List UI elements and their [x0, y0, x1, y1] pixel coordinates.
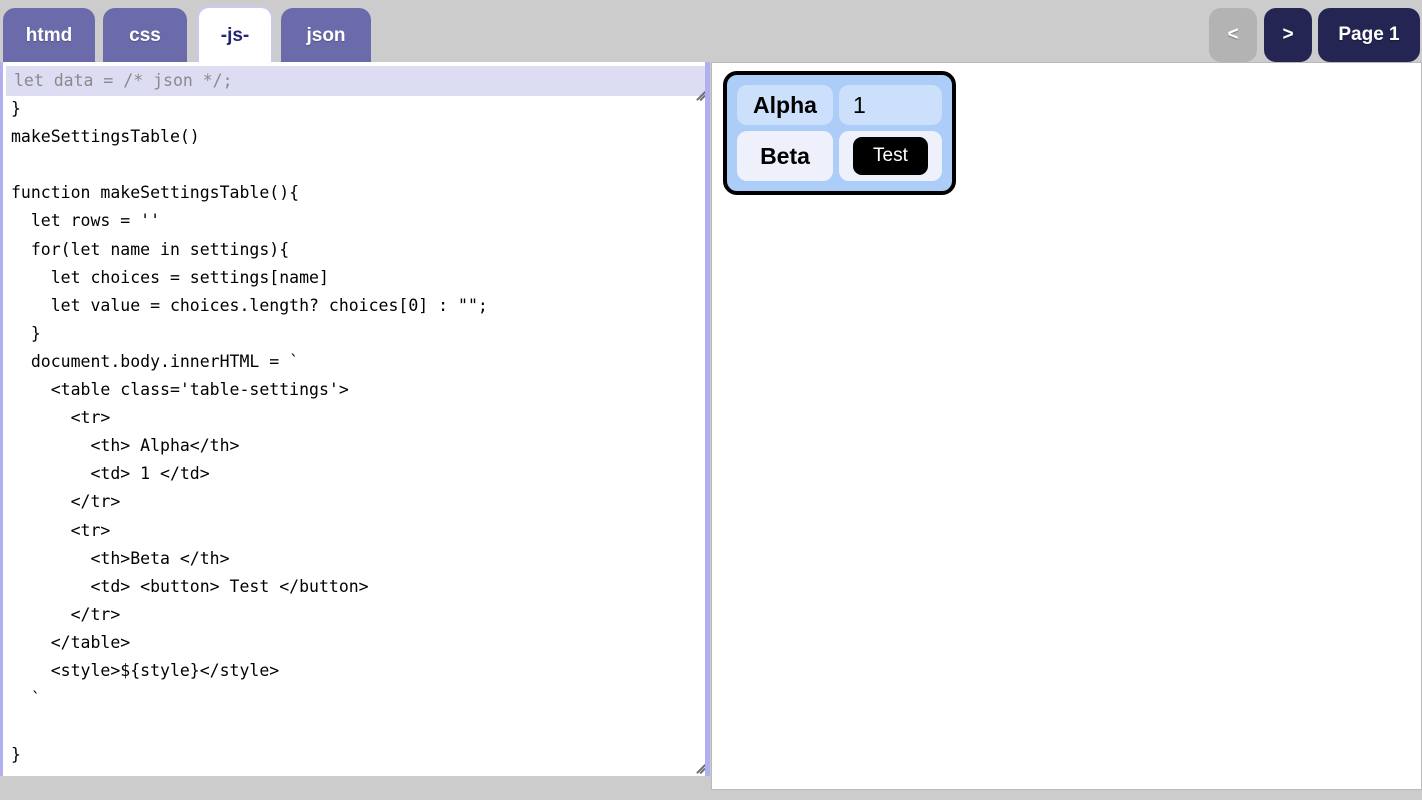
table-row: Alpha 1	[737, 85, 942, 125]
resize-grip-icon-overlay[interactable]	[694, 86, 705, 100]
next-page-button[interactable]: >	[1264, 8, 1312, 62]
setting-name-beta: Beta	[737, 131, 833, 181]
setting-value-alpha: 1	[839, 85, 942, 125]
page-indicator-button[interactable]: Page 1	[1318, 8, 1420, 62]
json-injection-input[interactable]	[6, 66, 705, 96]
setting-value-beta: Test	[839, 131, 942, 181]
js-code-input[interactable]	[3, 62, 705, 776]
tab-json[interactable]: json	[281, 8, 371, 64]
code-editor-panel	[0, 62, 710, 776]
tab-css[interactable]: css	[103, 8, 187, 64]
tab-bar: htmd css -js- json < > Page 1	[0, 0, 1422, 64]
settings-table: Alpha 1 Beta Test	[723, 71, 956, 195]
tab-htmd[interactable]: htmd	[3, 8, 95, 64]
setting-name-alpha: Alpha	[737, 85, 833, 125]
preview-iframe: Alpha 1 Beta Test	[711, 62, 1422, 790]
table-row: Beta Test	[737, 131, 942, 181]
test-button[interactable]: Test	[853, 137, 928, 175]
prev-page-button[interactable]: <	[1209, 8, 1257, 62]
tab-js[interactable]: -js-	[197, 6, 273, 64]
resize-grip-icon-editor[interactable]	[694, 759, 705, 773]
